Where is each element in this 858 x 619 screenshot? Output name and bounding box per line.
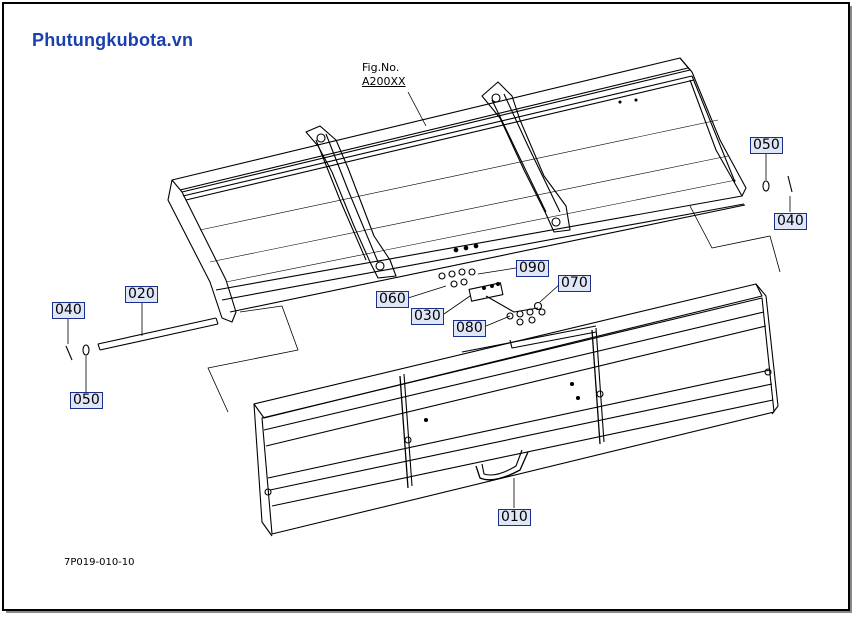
callout-060[interactable]: 060	[376, 291, 409, 308]
site-watermark: Phutungkubota.vn	[32, 30, 194, 50]
callout-080[interactable]: 080	[453, 320, 486, 337]
figure-number: A200XX	[362, 75, 406, 88]
figure-code: 7P019-010-10	[64, 557, 135, 568]
callout-070[interactable]: 070	[558, 275, 591, 292]
callout-010[interactable]: 010	[498, 509, 531, 526]
callout-040-left[interactable]: 040	[52, 302, 85, 319]
cotter-pin-040-left	[65, 345, 73, 361]
hardware-cluster	[438, 268, 546, 326]
callout-050-left[interactable]: 050	[70, 392, 103, 409]
callout-050-right[interactable]: 050	[750, 137, 783, 154]
callout-040-right[interactable]: 040	[774, 213, 807, 230]
figure-title: Fig.No.	[362, 61, 400, 74]
figure-reference: Fig.No. A200XX	[362, 61, 406, 89]
leader-lines	[67, 91, 791, 508]
washer-050-left	[82, 344, 90, 356]
callout-090[interactable]: 090	[516, 260, 549, 277]
pin-020	[97, 317, 219, 351]
callout-030[interactable]: 030	[411, 308, 444, 325]
cotter-pin-040-right	[787, 175, 793, 193]
section-break-lines	[207, 205, 781, 413]
upper-frame-assembly	[167, 57, 747, 323]
callout-020[interactable]: 020	[125, 286, 158, 303]
blade-assembly	[253, 283, 779, 537]
washer-050-right	[762, 180, 770, 192]
frame-border	[2, 2, 850, 611]
